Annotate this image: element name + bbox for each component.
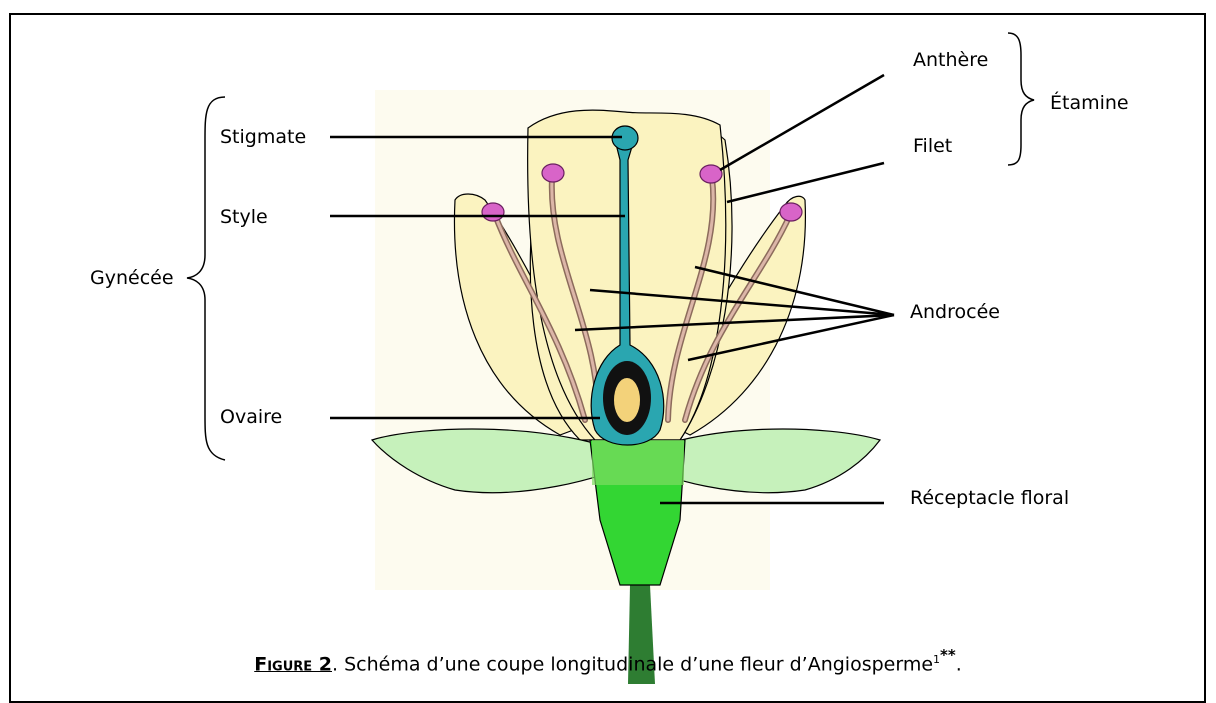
figure-label: Figure 2 [254,653,332,675]
caption-stars: ** [940,646,956,664]
label-style: Style [220,206,268,228]
receptacle-top [592,440,684,485]
caption-end: . [956,653,962,675]
label-ovaire: Ovaire [220,406,282,428]
caption-text: . Schéma d’une coupe longitudinale d’une… [332,653,933,675]
label-androcee: Androcée [910,301,1000,323]
ovule [614,378,640,422]
etamine-brace [1008,33,1034,165]
label-stigmate: Stigmate [220,126,306,148]
label-receptacle: Réceptacle floral [910,487,1069,509]
label-filet: Filet [913,135,952,157]
footnote-mark: 1 [933,653,940,666]
label-anthere: Anthère [913,49,988,71]
flower-diagram: Anthère Étamine Filet Stigmate Style Gyn… [0,0,1216,684]
label-gynecee: Gynécée [90,267,174,289]
figure-caption: Figure 2. Schéma d’une coupe longitudina… [0,653,1216,675]
label-etamine: Étamine [1050,91,1129,114]
